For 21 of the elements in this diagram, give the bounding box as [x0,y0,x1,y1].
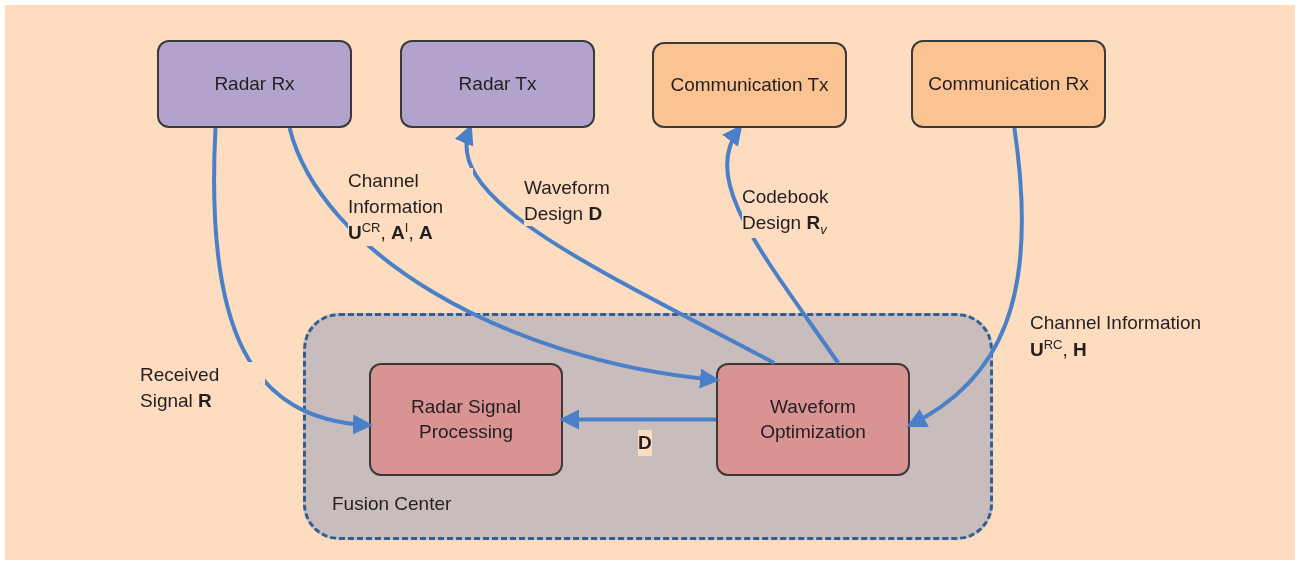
node-label: Communication Tx [670,72,829,97]
node-label: Radar Tx [458,71,537,96]
process-box [157,40,352,128]
fusion-center-region [303,313,993,540]
node-label: Fusion Center [332,492,452,517]
arrow [559,409,716,430]
process-box [369,363,563,476]
process-box [911,40,1106,128]
edge-label: D [638,430,652,456]
arrow [212,127,373,434]
process-box [652,42,847,128]
node-label: Radar Rx [214,71,295,96]
arrow [287,127,720,388]
arrow [906,127,1024,428]
node-label: Communication Rx [928,71,1089,96]
process-box [716,363,910,476]
process-box [400,40,595,128]
edge-label: Channel Information U$^{CR}$, A$^{I}$, A [348,168,473,247]
edge-label: Received Signal R [140,362,265,414]
node-label: Waveform Optimization [759,394,867,444]
node-label: Radar Signal Processing [410,394,522,444]
